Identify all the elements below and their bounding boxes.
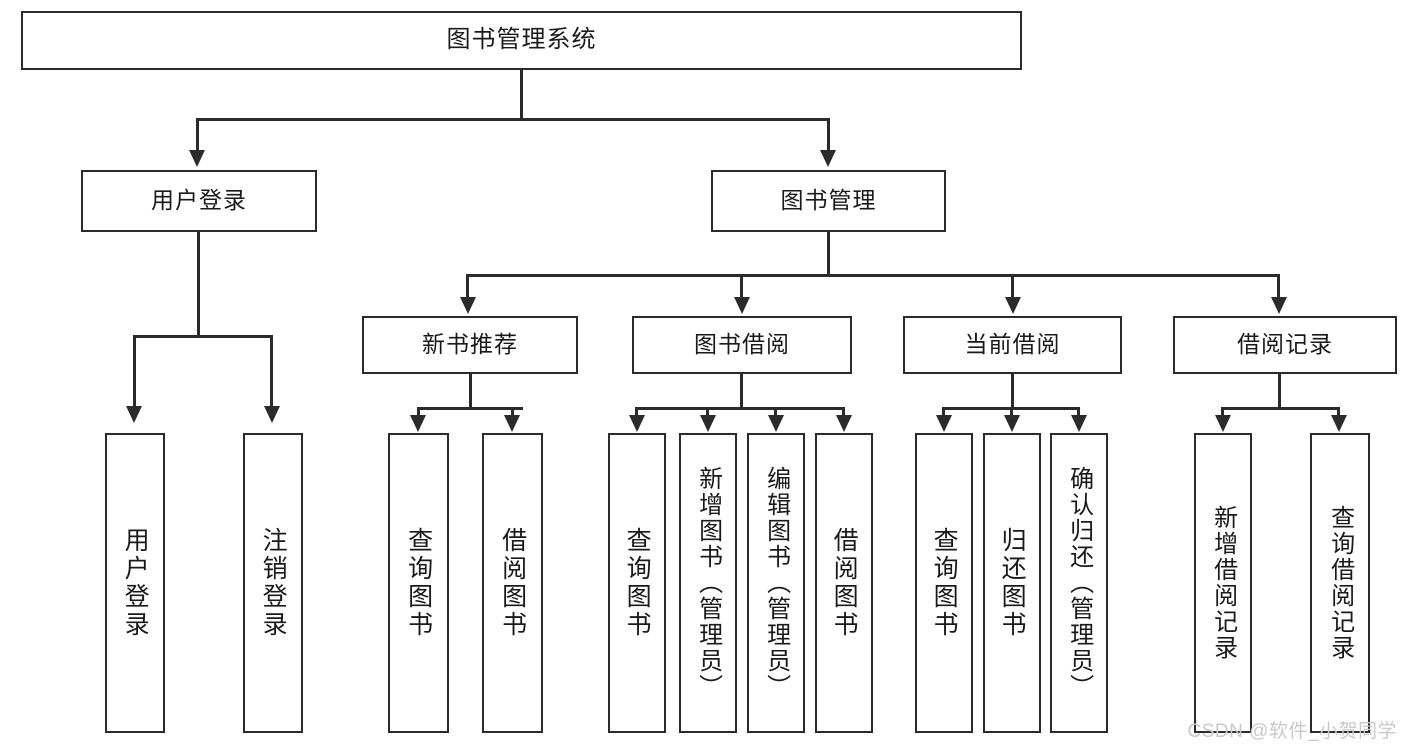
leaf-records-2[interactable]: 查询借阅记录 [1310,433,1370,733]
leaf-user-login-2[interactable]: 注销登录 [243,433,303,733]
leaf-borrow-1-label: 查询图书 [623,527,652,639]
connector-new-books-drop-2 [511,407,514,417]
connector-current-drop-2 [1010,407,1013,417]
leaf-borrow-3[interactable]: 编辑图书（管理员） [747,433,805,733]
arrow-book-mgmt-to-records [1271,297,1287,314]
arrow-current-leaf-1 [936,415,952,432]
connector-book-mgmt-drop-4 [1277,274,1280,299]
connector-user-login-drop-1 [133,335,136,407]
connector-current-drop-1 [942,407,945,417]
arrow-records-leaf-2 [1331,415,1347,432]
node-book-management[interactable]: 图书管理 [711,170,946,232]
arrow-borrow-leaf-1 [629,415,645,432]
connector-records-bar [1221,407,1340,410]
leaf-borrow-2-label: 新增图书（管理员） [694,466,722,700]
connector-borrow-bar [635,407,845,410]
arrow-records-leaf-1 [1215,415,1231,432]
connector-new-books-bar [417,407,523,410]
connector-records-drop-1 [1221,407,1224,417]
leaf-user-login-1[interactable]: 用户登录 [105,433,165,733]
leaf-user-login-1-label: 用户登录 [121,527,150,639]
connector-borrow-drop-1 [635,407,638,417]
leaf-borrow-4-label: 借阅图书 [830,527,859,639]
connector-borrow-drop-4 [842,407,845,417]
leaf-borrow-3-label: 编辑图书（管理员） [762,466,790,700]
arrow-user-login-leaf-2 [264,406,280,423]
connector-new-books-stem [469,374,472,409]
leaf-current-2[interactable]: 归还图书 [983,433,1041,733]
connector-records-drop-2 [1337,407,1340,417]
connector-user-login-drop-2 [270,335,273,407]
leaf-borrow-1[interactable]: 查询图书 [608,433,666,733]
arrow-current-leaf-3 [1071,415,1087,432]
node-current-borrow[interactable]: 当前借阅 [903,316,1122,374]
connector-root-to-user-login [196,118,199,151]
connector-book-mgmt-stem [827,232,830,276]
leaf-new-books-1[interactable]: 查询图书 [388,433,449,733]
connector-book-mgmt-drop-2 [740,274,743,299]
leaf-current-1-label: 查询图书 [930,527,959,639]
node-book-borrow-label: 图书借阅 [694,331,790,358]
arrow-borrow-leaf-4 [836,415,852,432]
leaf-borrow-4[interactable]: 借阅图书 [815,433,873,733]
connector-borrow-drop-2 [706,407,709,417]
connector-root-to-book-mgmt [827,118,830,151]
node-book-management-label: 图书管理 [780,187,877,214]
arrow-book-mgmt-to-current [1005,297,1021,314]
connector-borrow-stem [740,374,743,409]
node-borrow-records-label: 借阅记录 [1237,331,1333,358]
leaf-borrow-2[interactable]: 新增图书（管理员） [679,433,737,733]
leaf-current-1[interactable]: 查询图书 [915,433,973,733]
arrow-root-to-book-mgmt [820,150,836,167]
connector-current-drop-3 [1077,407,1080,417]
connector-borrow-drop-3 [774,407,777,417]
arrow-book-mgmt-to-new-books [460,297,476,314]
leaf-current-3[interactable]: 确认归还（管理员） [1050,433,1108,733]
connector-current-stem [1011,374,1014,409]
connector-new-books-drop-1 [417,407,420,417]
connector-book-mgmt-bar [466,274,1278,277]
leaf-new-books-2-label: 借阅图书 [498,527,527,639]
arrow-new-books-leaf-2 [504,415,520,432]
connector-records-stem [1278,374,1281,409]
node-root-label: 图书管理系统 [446,26,597,54]
leaf-records-2-label: 查询借阅记录 [1326,505,1354,661]
connector-book-mgmt-drop-3 [1011,274,1014,299]
leaf-records-1[interactable]: 新增借阅记录 [1194,433,1252,733]
node-book-borrow[interactable]: 图书借阅 [632,316,852,374]
arrow-borrow-leaf-2 [700,415,716,432]
node-new-book-recommend[interactable]: 新书推荐 [362,316,578,374]
connector-root-bar [196,118,830,121]
node-current-borrow-label: 当前借阅 [964,331,1061,358]
leaf-current-2-label: 归还图书 [998,527,1027,639]
leaf-user-login-2-label: 注销登录 [259,527,288,639]
arrow-user-login-leaf-1 [126,406,142,423]
arrow-new-books-leaf-1 [410,415,426,432]
leaf-records-1-label: 新增借阅记录 [1209,505,1237,661]
arrow-current-leaf-2 [1004,415,1020,432]
leaf-new-books-2[interactable]: 借阅图书 [482,433,543,733]
node-user-login[interactable]: 用户登录 [81,170,317,232]
node-new-book-recommend-label: 新书推荐 [422,331,518,358]
connector-user-login-stem [197,232,200,337]
arrow-book-mgmt-to-borrow [734,297,750,314]
arrow-root-to-user-login [189,150,205,167]
arrow-borrow-leaf-3 [768,415,784,432]
leaf-new-books-1-label: 查询图书 [404,527,433,639]
connector-root-stem [520,70,523,120]
node-borrow-records[interactable]: 借阅记录 [1173,316,1397,374]
connector-user-login-bar [133,335,272,338]
node-user-login-label: 用户登录 [151,187,247,214]
connector-book-mgmt-drop-1 [466,274,469,299]
leaf-current-3-label: 确认归还（管理员） [1065,466,1093,700]
node-root[interactable]: 图书管理系统 [21,11,1022,70]
